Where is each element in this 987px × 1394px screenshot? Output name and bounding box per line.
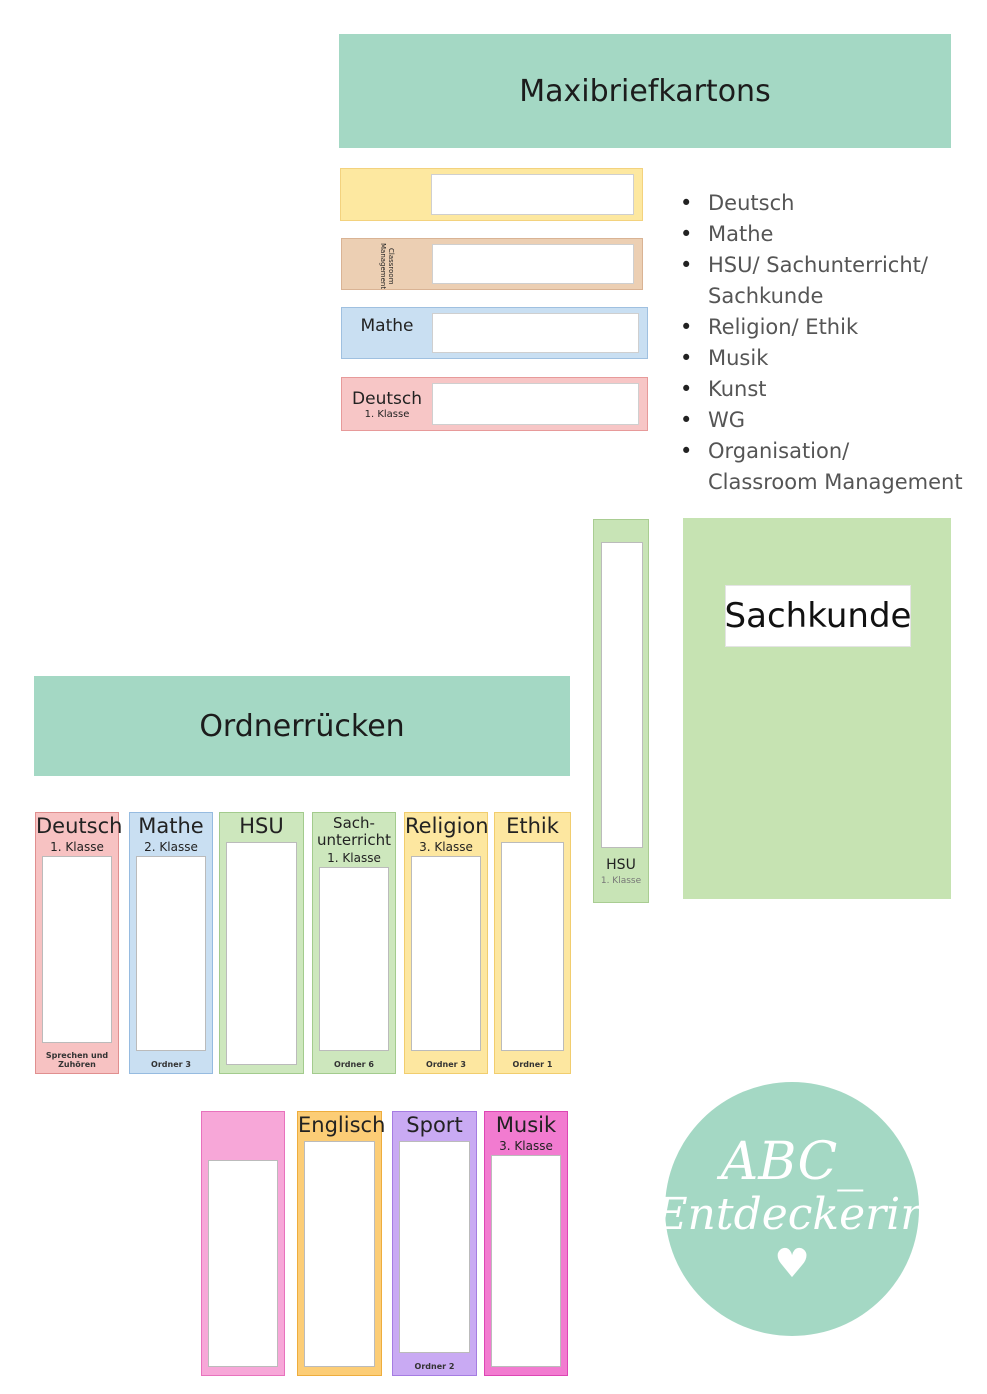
label-window xyxy=(432,313,639,353)
spine-title: Ethik xyxy=(506,814,559,838)
label-blank-yellow xyxy=(340,168,643,221)
spine-window xyxy=(491,1155,561,1367)
spine-window xyxy=(42,856,112,1043)
spine-title: Musik xyxy=(495,1113,557,1137)
label-window xyxy=(432,244,634,284)
subject-list-item: HSU/ Sachunterricht/ Sachkunde xyxy=(678,250,963,312)
spine-window xyxy=(226,842,297,1065)
spine-subtitle: 1. Klasse xyxy=(50,840,104,854)
spine-window xyxy=(319,867,389,1051)
spine-title: Religion xyxy=(405,814,489,838)
label-window xyxy=(432,383,639,425)
spine-title: Englisch xyxy=(298,1113,386,1137)
hsu-spine: HSU 1. Klasse xyxy=(593,519,649,903)
spine-title: Mathe xyxy=(138,814,204,838)
spine-subtitle: 1. Klasse xyxy=(600,876,642,886)
subject-list-item: WG xyxy=(678,405,963,436)
heart-icon: ♥ xyxy=(774,1241,810,1287)
spine-title: Sport xyxy=(406,1113,463,1137)
subject-list-item: Kunst xyxy=(678,374,963,405)
label-classroom-management: Classroom Management xyxy=(341,238,643,290)
maxibrief-title: Maxibriefkartons xyxy=(519,73,771,109)
logo-line-2: Entdeckerin xyxy=(655,1189,929,1240)
spine-window xyxy=(136,856,206,1051)
subject-list: DeutschMatheHSU/ Sachunterricht/ Sachkun… xyxy=(678,188,963,498)
folder-spine: HSU xyxy=(219,812,304,1074)
sachkunde-text: Sachkunde xyxy=(724,596,912,636)
subject-list-item: Religion/ Ethik xyxy=(678,312,963,343)
spine-window xyxy=(399,1141,470,1353)
maxibrief-banner: Maxibriefkartons xyxy=(339,34,951,148)
subject-list-item: Organisation/ Classroom Management xyxy=(678,436,963,498)
spine-bottom-label: Ordner 3 xyxy=(151,1060,191,1069)
spine-title: HSU xyxy=(606,857,636,873)
spine-title: Deutsch xyxy=(36,814,123,838)
spine-bottom-label: Sprechen und Zuhören xyxy=(45,1051,109,1069)
spine-title: HSU xyxy=(239,814,284,838)
spine-subtitle: 3. Klasse xyxy=(419,840,473,854)
spine-subtitle: 3. Klasse xyxy=(499,1139,553,1153)
label-window xyxy=(431,174,634,215)
spine-subtitle: 1. Klasse xyxy=(327,851,381,865)
folder-spine: Englisch xyxy=(297,1111,386,1376)
folder-spine xyxy=(201,1111,285,1376)
spine-window xyxy=(501,842,564,1051)
ordner-banner: Ordnerrücken xyxy=(34,676,570,776)
ordner-title: Ordnerrücken xyxy=(199,708,405,744)
label-title: Deutsch xyxy=(352,388,422,409)
label-deutsch: Deutsch 1. Klasse xyxy=(341,377,648,431)
spine-window xyxy=(208,1160,278,1367)
spine-bottom-label: Ordner 3 xyxy=(426,1060,466,1069)
subject-list-item: Deutsch xyxy=(678,188,963,219)
spine-bottom-label: Ordner 1 xyxy=(512,1060,553,1069)
sachkunde-panel: Sachkunde xyxy=(683,518,951,899)
spine-bottom-label: Ordner 2 xyxy=(414,1362,455,1371)
abc-entdeckerin-logo: ABC_ Entdeckerin ♥ xyxy=(655,1082,929,1336)
spine-window xyxy=(411,856,481,1051)
spine-bottom-label: Ordner 6 xyxy=(334,1060,374,1069)
label-mathe: Mathe xyxy=(341,307,648,359)
label-subtitle: 1. Klasse xyxy=(364,408,410,420)
logo-line-1: ABC_ xyxy=(720,1132,864,1192)
subject-list-item: Musik xyxy=(678,343,963,374)
label-rotated-text: Classroom Management xyxy=(379,242,395,290)
spine-window xyxy=(304,1141,375,1367)
label-title: Mathe xyxy=(360,316,414,336)
spine-window xyxy=(601,542,643,848)
folder-spine: Musik 3. Klasse xyxy=(484,1111,568,1376)
spine-subtitle: 2. Klasse xyxy=(144,840,198,854)
spine-title: Sach- unterricht xyxy=(317,814,391,849)
subject-list-item: Mathe xyxy=(678,219,963,250)
sachkunde-label: Sachkunde xyxy=(725,585,911,647)
